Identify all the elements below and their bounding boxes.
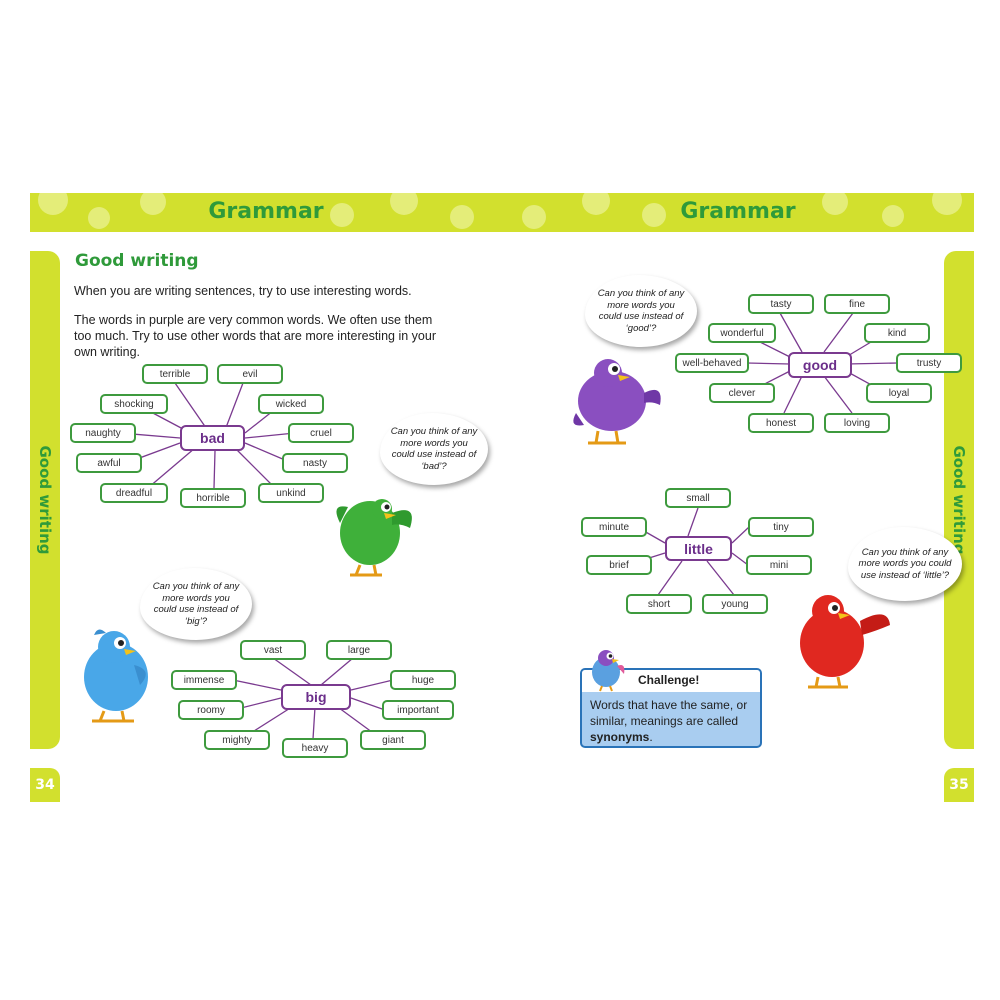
word-box: unkind xyxy=(258,483,324,503)
small-bird-icon xyxy=(592,650,625,692)
word-box: heavy xyxy=(282,738,348,758)
apple-icon xyxy=(450,205,474,229)
thought-bubble-good: Can you think of any more words you coul… xyxy=(585,275,697,347)
word-box: horrible xyxy=(180,488,246,508)
page-number: 35 xyxy=(944,768,974,802)
left-page: Grammar Good writing 34 Good writing Whe… xyxy=(30,193,502,803)
apple-icon xyxy=(88,207,110,229)
apple-icon xyxy=(522,205,546,229)
word-box: minute xyxy=(581,517,647,537)
word-box: trusty xyxy=(896,353,962,373)
apple-icon xyxy=(822,193,848,215)
page-number: 34 xyxy=(30,768,60,802)
intro-paragraph-2: The words in purple are very common word… xyxy=(74,313,436,359)
word-box: honest xyxy=(748,413,814,433)
apple-icon xyxy=(642,203,666,227)
word-box: awful xyxy=(76,453,142,473)
section-tab: Good writing xyxy=(30,251,60,749)
word-box: vast xyxy=(240,640,306,660)
page-title: Grammar xyxy=(680,199,796,224)
green-bird-icon xyxy=(336,499,412,577)
word-box: naughty xyxy=(70,423,136,443)
section-heading: Good writing xyxy=(75,251,199,271)
word-box: fine xyxy=(824,294,890,314)
challenge-text-start: Words that have the same, or similar, me… xyxy=(590,698,748,728)
page-title: Grammar xyxy=(208,199,324,224)
apple-icon xyxy=(882,205,904,227)
word-box: terrible xyxy=(142,364,208,384)
book-spread: Grammar Good writing 34 Good writing Whe… xyxy=(30,193,974,803)
thought-bubble-big: Can you think of any more words you coul… xyxy=(140,568,252,640)
section-tab: Good writing xyxy=(944,251,974,749)
word-box: dreadful xyxy=(100,483,168,503)
word-box: young xyxy=(702,594,768,614)
word-box: cruel xyxy=(288,423,354,443)
challenge-text-end: . xyxy=(649,730,653,744)
word-box: wonderful xyxy=(708,323,776,343)
word-box: well-behaved xyxy=(675,353,749,373)
mindmap-center-good: good xyxy=(788,352,852,378)
word-box: small xyxy=(665,488,731,508)
mindmap-center-big: big xyxy=(281,684,351,710)
challenge-header xyxy=(582,670,760,692)
word-box: nasty xyxy=(282,453,348,473)
left-banner: Grammar xyxy=(30,193,502,232)
challenge-bold-word: synonyms xyxy=(590,730,650,744)
word-box: immense xyxy=(171,670,237,690)
red-bird-icon xyxy=(800,595,890,689)
word-box: clever xyxy=(709,383,775,403)
word-box: roomy xyxy=(178,700,244,720)
word-box: wicked xyxy=(258,394,324,414)
right-banner: Grammar xyxy=(502,193,974,232)
word-box: shocking xyxy=(100,394,168,414)
word-box: loving xyxy=(824,413,890,433)
blue-bird-icon xyxy=(84,629,148,723)
word-box: mighty xyxy=(204,730,270,750)
word-box: kind xyxy=(864,323,930,343)
word-box: tiny xyxy=(748,517,814,537)
intro-paragraph: When you are writing sentences, try to u… xyxy=(74,284,412,298)
word-box: short xyxy=(626,594,692,614)
apple-icon xyxy=(582,193,610,215)
word-box: loyal xyxy=(866,383,932,403)
word-box: important xyxy=(382,700,454,720)
word-box: huge xyxy=(390,670,456,690)
purple-bird-icon xyxy=(573,359,661,445)
word-box: large xyxy=(326,640,392,660)
word-box: giant xyxy=(360,730,426,750)
apple-icon xyxy=(390,193,418,215)
word-box: evil xyxy=(217,364,283,384)
right-page: Grammar Good writing 35 xyxy=(502,193,974,803)
mindmap-center-bad: bad xyxy=(180,425,245,451)
word-box: tasty xyxy=(748,294,814,314)
apple-icon xyxy=(38,193,68,215)
apple-icon xyxy=(140,193,166,215)
thought-bubble-bad: Can you think of any more words you coul… xyxy=(380,413,488,485)
thought-bubble-little: Can you think of any more words you coul… xyxy=(848,527,962,601)
challenge-title: Challenge! xyxy=(638,673,700,687)
challenge-text: Words that have the same, or similar, me… xyxy=(590,697,760,745)
word-box: mini xyxy=(746,555,812,575)
word-box: brief xyxy=(586,555,652,575)
apple-icon xyxy=(932,193,962,215)
apple-icon xyxy=(330,203,354,227)
mindmap-center-little: little xyxy=(665,536,732,561)
